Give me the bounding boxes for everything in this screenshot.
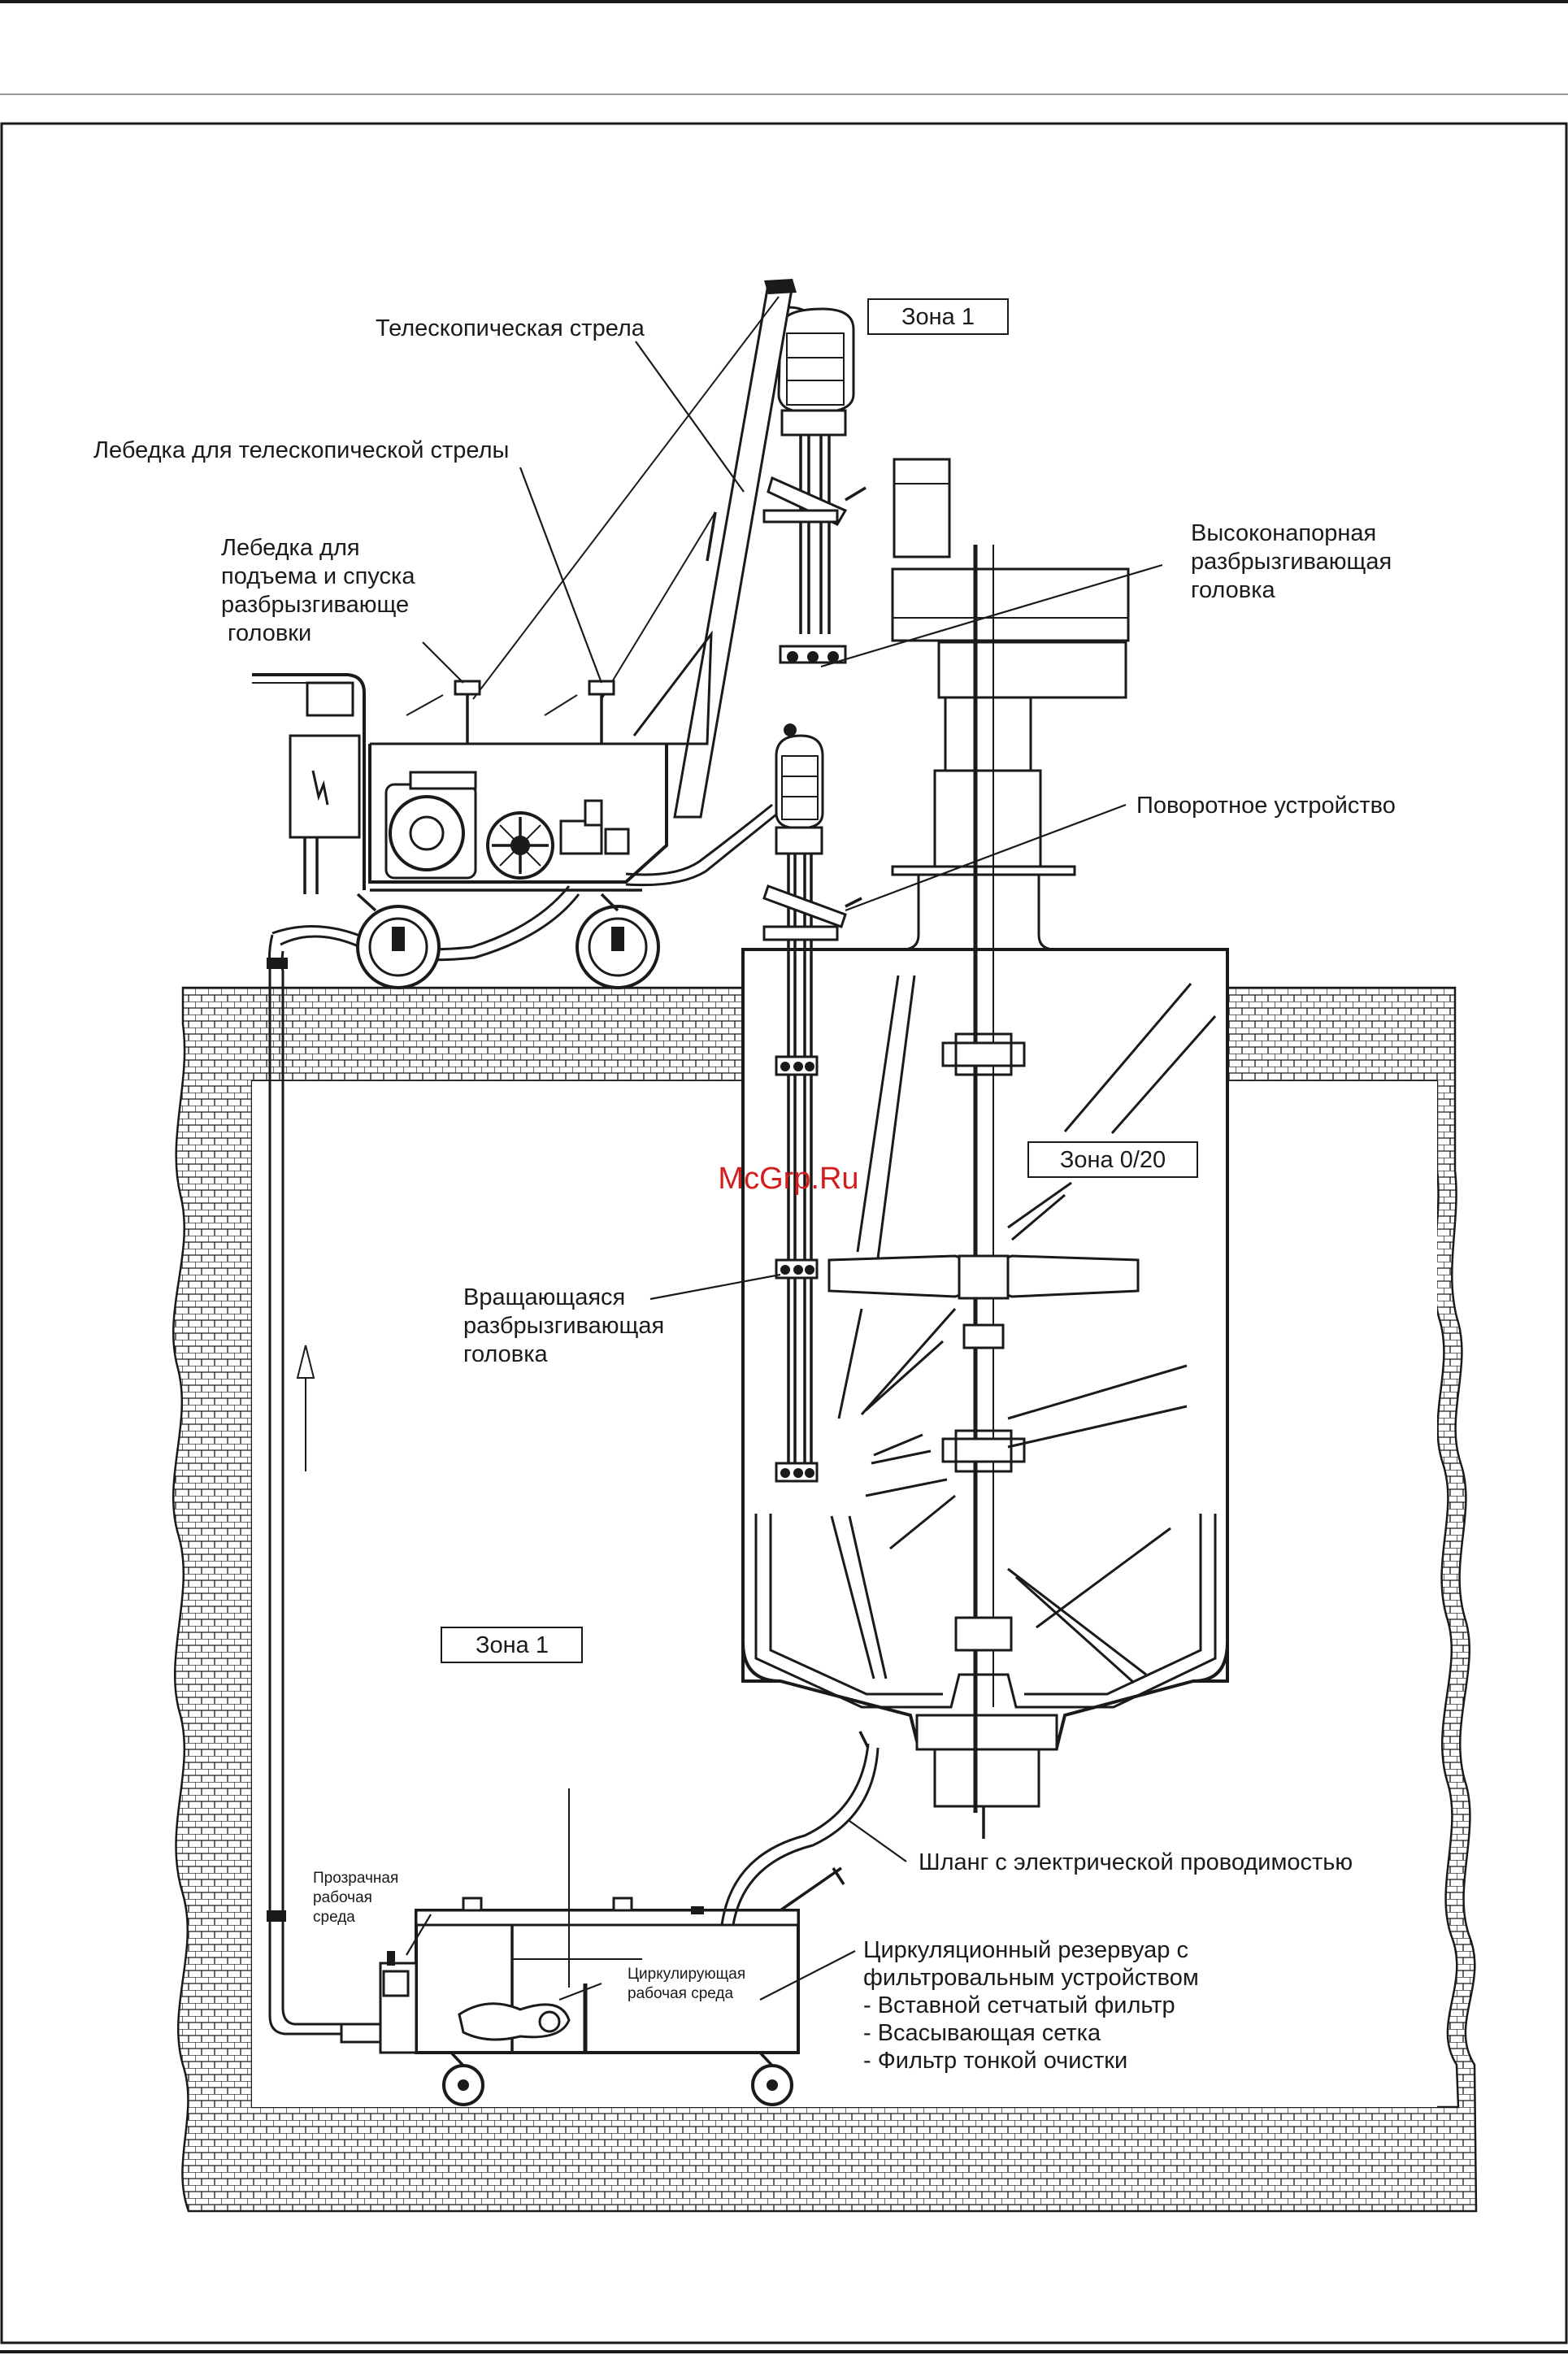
label-rotary-device: Поворотное устройство xyxy=(1136,793,1396,819)
label-lift-winch-3: разбрызгивающе xyxy=(221,592,409,618)
label-reservoir-2: фильтровальным устройством xyxy=(863,1965,1199,1991)
zone-1-floor-label: Зона 1 xyxy=(476,1632,549,1658)
label-clear-medium-3: среда xyxy=(313,1909,355,1926)
trolley xyxy=(252,279,797,989)
label-clear-medium-2: рабочая xyxy=(313,1889,372,1906)
return-hose xyxy=(267,934,341,2036)
label-reservoir-1: Циркуляционный резервуар с xyxy=(863,1937,1188,1963)
callout-labels: Телескопическая стрела Лебедка для телес… xyxy=(93,315,1396,2074)
zone-0-20-box: Зона 0/20 xyxy=(1027,1141,1198,1178)
label-lift-winch-2: подъема и спуска xyxy=(221,563,415,589)
label-circulating-medium-2: рабочая среда xyxy=(628,1985,734,2002)
label-conductive-hose: Шланг с электрической проводимостью xyxy=(919,1849,1353,1875)
leader-lines xyxy=(406,341,1163,2001)
zone-1-floor-box: Зона 1 xyxy=(441,1627,583,1663)
watermark: McGrp.Ru xyxy=(718,1162,858,1196)
reservoir xyxy=(340,1743,880,2106)
spray-jets xyxy=(830,975,1217,1684)
label-reservoir-5: - Фильтр тонкой очистки xyxy=(863,2048,1127,2074)
zone-1-top-box: Зона 1 xyxy=(867,298,1009,335)
label-reservoir-4: - Всасывающая сетка xyxy=(863,2020,1101,2046)
lance-tank xyxy=(762,723,862,1483)
lance-high-pressure xyxy=(762,306,867,664)
label-circulating-medium-1: Циркулирующая xyxy=(628,1966,745,1983)
label-rotating-head-2: разбрызгивающая xyxy=(463,1313,664,1339)
zone-0-20-label: Зона 0/20 xyxy=(1060,1147,1166,1173)
tank xyxy=(741,948,1229,1839)
label-lift-winch-1: Лебедка для xyxy=(221,535,360,561)
label-clear-medium-1: Прозрачная xyxy=(313,1870,398,1887)
agitator xyxy=(827,458,1140,1813)
label-high-pressure-head-3: головка xyxy=(1191,577,1276,603)
label-high-pressure-head-1: Высоконапорная xyxy=(1191,520,1376,546)
label-rotating-head-1: Вращающаяся xyxy=(463,1284,625,1310)
label-telescopic-boom: Телескопическая стрела xyxy=(376,315,645,341)
label-rotating-head-3: головка xyxy=(463,1341,549,1367)
label-high-pressure-head-2: разбрызгивающая xyxy=(1191,549,1392,575)
zone-1-top-label: Зона 1 xyxy=(901,304,975,330)
label-boom-winch: Лебедка для телескопической стрелы xyxy=(93,437,509,463)
label-lift-winch-4: головки xyxy=(221,620,311,646)
label-reservoir-3: - Вставной сетчатый фильтр xyxy=(863,1992,1175,2018)
